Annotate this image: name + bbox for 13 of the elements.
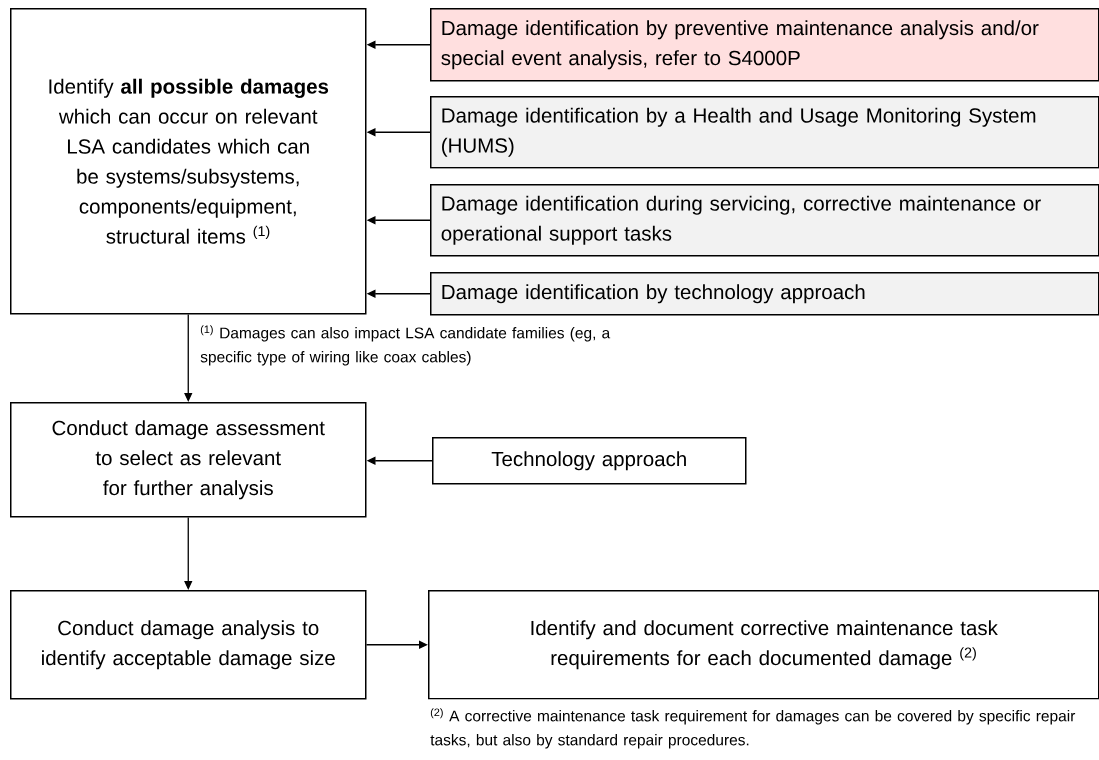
arrow: [184, 313, 193, 402]
source-box: Damage identification by a Health and Usage Monitoring System (HUMS): [430, 96, 1099, 169]
process-box: Conduct damage assessment to select as relevant for further analysis: [10, 402, 367, 518]
process-box: Identify all possible damages which can occur on relevant LSA candidates which can be systems/subsystems, components/equipment, structural items $^{(1)}$: [10, 8, 367, 315]
footnote: $^{(1)}$ Damages can also impact LSA candidate families (eg, a specific type of wiring like coax cables): [200, 325, 611, 366]
input-box: Technology approach: [432, 437, 747, 485]
source-box: Damage identification during servicing, corrective maintenance or operational support tasks: [430, 184, 1099, 257]
process-box: Conduct damage analysis to identify acceptable damage size: [10, 590, 367, 700]
arrow: [365, 640, 428, 649]
arrow: [184, 516, 193, 590]
process-box: Identify and document corrective maintenance task requirements for each documented damage $^{(2)}$: [428, 590, 1099, 700]
source-box: Damage identification by preventive maintenance analysis and/or special event analysis, refer to S4000P: [430, 8, 1099, 82]
source-box: Damage identification by technology approach: [430, 272, 1099, 316]
